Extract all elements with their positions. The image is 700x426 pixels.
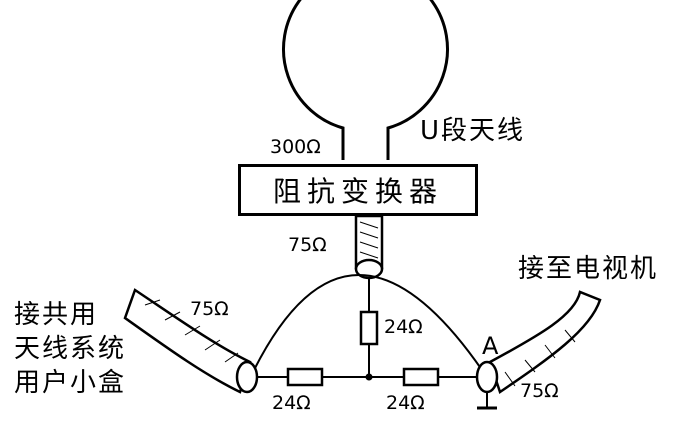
impedance-transformer-box: 阻抗变换器 bbox=[238, 164, 478, 216]
transformer-output-label: 75Ω bbox=[288, 234, 327, 256]
shared-system-line3: 用户小盒 bbox=[14, 368, 127, 398]
loop-antenna bbox=[282, 0, 449, 160]
shared-system-line2: 天线系统 bbox=[14, 334, 127, 364]
node-a-label: A bbox=[482, 332, 499, 360]
left-cable bbox=[123, 288, 259, 394]
shared-system-line1: 接共用 bbox=[14, 300, 99, 330]
antenna-label: U段天线 bbox=[420, 116, 526, 146]
transformer-output-coax bbox=[354, 214, 384, 280]
right-cable-impedance-label: 75Ω bbox=[520, 380, 559, 402]
resistor-vertical bbox=[359, 310, 379, 346]
coax-end-right bbox=[475, 360, 499, 394]
resistor-right bbox=[402, 367, 440, 387]
shield-arc bbox=[253, 274, 483, 371]
coax-end-left bbox=[235, 360, 259, 394]
right-cable bbox=[475, 290, 602, 394]
antenna-impedance-label: 300Ω bbox=[270, 136, 321, 158]
left-cable-impedance-label: 75Ω bbox=[190, 298, 229, 320]
antenna-loop bbox=[282, 0, 449, 160]
resistor-left bbox=[286, 367, 324, 387]
junction-dot bbox=[365, 373, 373, 381]
ground-symbol bbox=[477, 392, 497, 410]
resistor-right-label: 24Ω bbox=[386, 392, 425, 414]
to-tv-label: 接至电视机 bbox=[518, 254, 659, 284]
resistor-left-label: 24Ω bbox=[272, 392, 311, 414]
transformer-label: 阻抗变换器 bbox=[272, 175, 443, 208]
resistor-network bbox=[257, 278, 477, 387]
resistor-vertical-label: 24Ω bbox=[384, 316, 423, 338]
